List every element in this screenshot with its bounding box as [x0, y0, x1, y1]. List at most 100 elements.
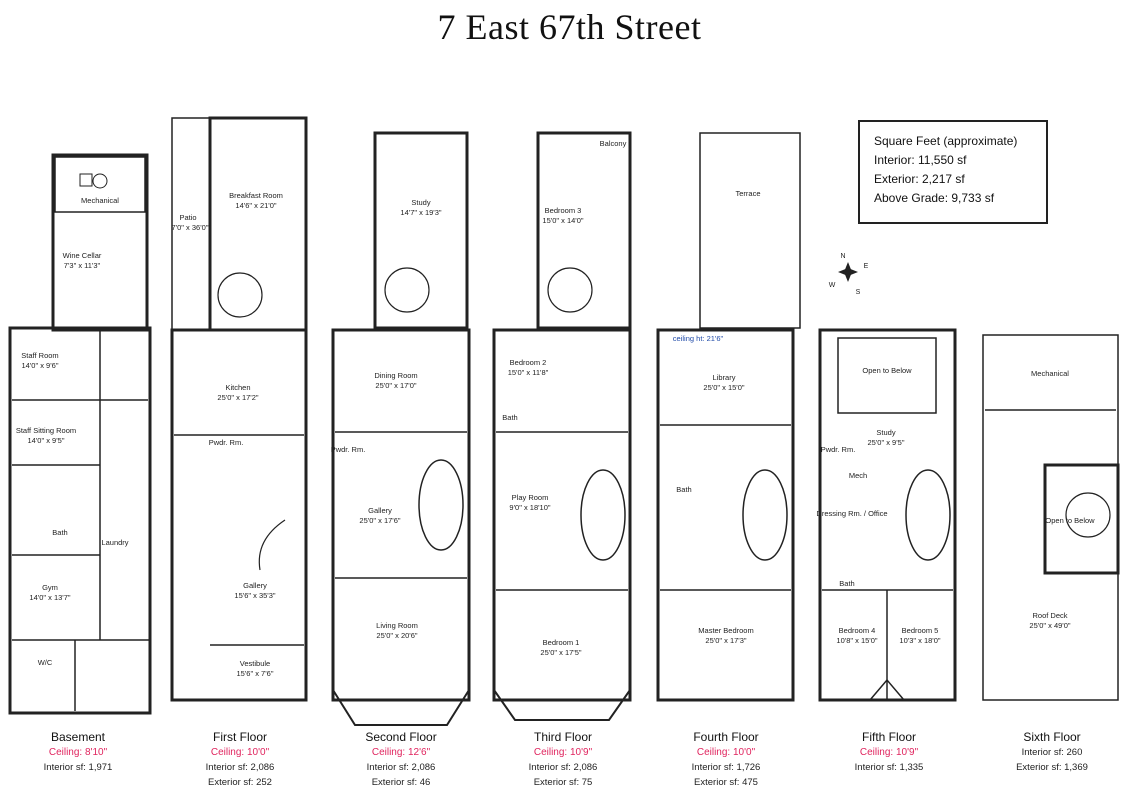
room-staff-sitting-dim: 14'0" x 9'5" — [28, 436, 65, 445]
room-bedroom-3-dim: 15'0" x 14'0" — [542, 216, 583, 225]
room-bedroom-3: Bedroom 3 — [545, 206, 582, 215]
room-dining: Dining Room — [374, 371, 417, 380]
room-study-5-dim: 25'0" x 9'5" — [868, 438, 905, 447]
room-study-2-dim: 14'7" x 19'3" — [400, 208, 441, 217]
room-vestibule: Vestibule — [240, 659, 270, 668]
room-breakfast: Breakfast Room — [229, 191, 283, 200]
room-master: Master Bedroom — [698, 626, 753, 635]
floor-caption-fourth: Fourth Floor Ceiling: 10'0" Interior sf:… — [651, 730, 801, 790]
floor-caption-third: Third Floor Ceiling: 10'9" Interior sf: … — [488, 730, 638, 790]
room-bedroom-1-dim: 25'0" x 17'5" — [540, 648, 581, 657]
floor-interior-sf: Interior sf: 1,971 — [43, 762, 113, 773]
room-bath-4: Bath — [676, 485, 691, 494]
fifth-floor-plan — [818, 328, 957, 702]
floor-interior-sf: Interior sf: 1,726 — [691, 762, 761, 773]
floor-name: Fifth Floor — [861, 730, 916, 744]
room-living: Living Room — [376, 621, 418, 630]
floor-caption-basement: Basement Ceiling: 8'10" Interior sf: 1,9… — [3, 730, 153, 775]
floor-ceiling: Ceiling: 10'0" — [210, 747, 270, 758]
room-balcony: Balcony — [600, 139, 627, 148]
room-dining-dim: 25'0" x 17'0" — [375, 381, 416, 390]
room-study-2: Study — [411, 198, 430, 207]
room-staff-room: Staff Room — [21, 351, 58, 360]
room-bath-basement: Bath — [52, 528, 67, 537]
room-roof-deck: Roof Deck — [1032, 611, 1067, 620]
floor-exterior-sf: Exterior sf: 75 — [533, 777, 593, 788]
floor-name: Sixth Floor — [1023, 730, 1081, 744]
room-laundry: Laundry — [101, 538, 128, 547]
room-open-below-5: Open to Below — [862, 366, 912, 375]
room-gallery-1: Gallery — [243, 581, 267, 590]
compass-w: W — [829, 282, 836, 289]
floor-ceiling: Ceiling: 8'10" — [48, 747, 108, 758]
floor-ceiling: Ceiling: 12'6" — [371, 747, 431, 758]
room-powder-5: Pwdr. Rm. — [821, 445, 856, 454]
floor-caption-sixth: Sixth Floor Interior sf: 260 Exterior sf… — [977, 730, 1127, 775]
room-terrace: Terrace — [735, 189, 760, 198]
floor-exterior-sf: Exterior sf: 1,369 — [1016, 762, 1088, 773]
room-staff-sitting: Staff Sitting Room — [16, 426, 76, 435]
room-bath-3: Bath — [502, 413, 517, 422]
room-gallery-2-dim: 25'0" x 17'6" — [359, 516, 400, 525]
room-roof-deck-dim: 25'0" x 49'0" — [1029, 621, 1070, 630]
square-feet-heading: Square Feet (approximate) — [874, 134, 1018, 148]
room-master-dim: 25'0" x 17'3" — [705, 636, 746, 645]
floor-name: Fourth Floor — [693, 730, 759, 744]
floor-name: Basement — [50, 730, 106, 744]
room-staff-room-dim: 14'0" x 9'6" — [22, 361, 59, 370]
compass-e: E — [864, 263, 869, 270]
second-floor-plan — [331, 131, 471, 726]
room-study-5: Study — [876, 428, 895, 437]
room-wc: W/C — [38, 658, 53, 667]
room-gym: Gym — [42, 583, 58, 592]
room-patio-dim: 7'0" x 36'0" — [172, 223, 209, 232]
floor-interior-sf: Interior sf: 1,335 — [854, 762, 924, 773]
room-bedroom-4: Bedroom 4 — [839, 626, 876, 635]
room-powder-1: Pwdr. Rm. — [209, 438, 244, 447]
room-bedroom-5-dim: 10'3" x 18'0" — [899, 636, 940, 645]
floor-interior-sf: Interior sf: 260 — [1021, 747, 1083, 758]
room-bedroom-2: Bedroom 2 — [510, 358, 547, 367]
room-dressing: Dressing Rm. / Office — [816, 509, 887, 518]
room-mech: Mech — [849, 471, 867, 480]
room-playroom: Play Room — [512, 493, 549, 502]
floor-exterior-sf: Exterior sf: 252 — [208, 777, 272, 788]
room-mechanical-6: Mechanical — [1031, 369, 1069, 378]
room-bedroom-2-dim: 15'0" x 11'8" — [508, 368, 549, 377]
room-gym-dim: 14'0" x 13'7" — [29, 593, 70, 602]
floor-name: Third Floor — [533, 730, 592, 744]
room-kitchen: Kitchen — [225, 383, 250, 392]
room-powder-2: Pwdr. Rm. — [331, 445, 366, 454]
floor-interior-sf: Interior sf: 2,086 — [205, 762, 275, 773]
room-living-dim: 25'0" x 20'6" — [376, 631, 417, 640]
square-feet-box: Square Feet (approximate) Interior: 11,5… — [858, 120, 1048, 224]
sixth-floor-plan — [982, 334, 1120, 701]
room-mechanical-basement: Mechanical — [81, 196, 119, 205]
room-open-below-6: Open to Below — [1045, 516, 1095, 525]
room-bath-5: Bath — [839, 579, 854, 588]
room-breakfast-dim: 14'6" x 21'0" — [235, 201, 276, 210]
floor-caption-second: Second Floor Ceiling: 12'6" Interior sf:… — [326, 730, 476, 790]
room-library: Library — [713, 373, 736, 382]
floor-caption-first: First Floor Ceiling: 10'0" Interior sf: … — [165, 730, 315, 790]
page-title: 7 East 67th Street — [437, 7, 702, 47]
room-patio: Patio — [179, 213, 196, 222]
room-playroom-dim: 9'0" x 18'10" — [509, 503, 550, 512]
room-gallery-2: Gallery — [368, 506, 392, 515]
first-floor-plan — [170, 116, 308, 702]
room-bedroom-4-dim: 10'8" x 15'0" — [836, 636, 877, 645]
room-vestibule-dim: 15'6" x 7'6" — [237, 669, 274, 678]
room-library-dim: 25'0" x 15'0" — [703, 383, 744, 392]
square-feet-exterior: Exterior: 2,217 sf — [874, 172, 965, 186]
room-bedroom-1: Bedroom 1 — [543, 638, 580, 647]
compass-icon: N E S W — [829, 253, 869, 296]
floor-caption-fifth: Fifth Floor Ceiling: 10'9" Interior sf: … — [814, 730, 964, 775]
floor-ceiling: Ceiling: 10'9" — [533, 747, 593, 758]
third-floor-plan — [492, 131, 632, 721]
room-bedroom-5: Bedroom 5 — [902, 626, 939, 635]
square-feet-above-grade: Above Grade: 9,733 sf — [874, 191, 995, 205]
room-wine-cellar-dim: 7'3" x 11'3" — [64, 261, 101, 270]
compass-s: S — [856, 289, 861, 296]
floor-name: First Floor — [213, 730, 267, 744]
